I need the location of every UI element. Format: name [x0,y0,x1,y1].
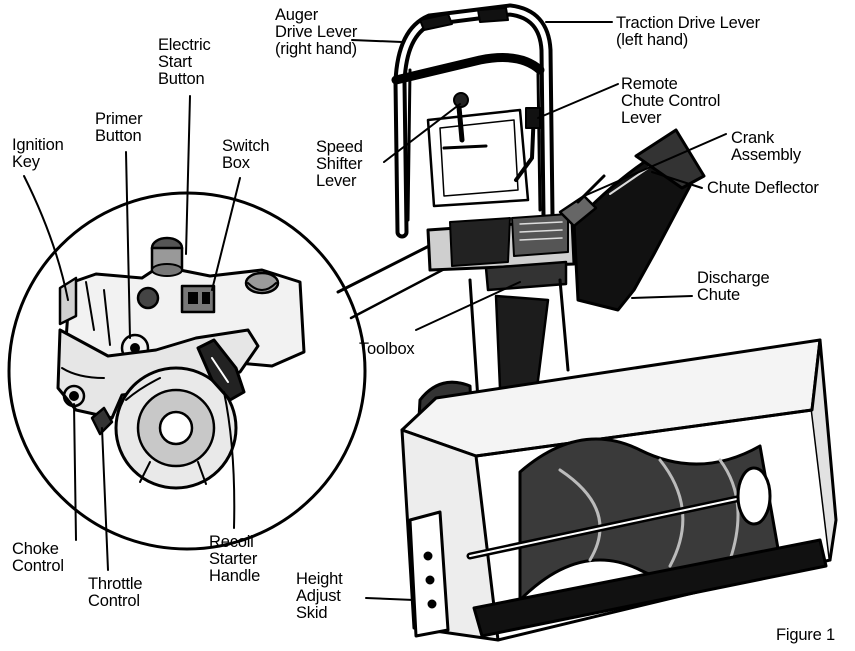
leader-height [365,597,415,601]
leader-ignition [23,175,69,301]
leader-speed [383,103,461,163]
figure-caption: Figure 1 [776,626,835,644]
leader-lines [23,21,727,601]
leader-discharge [631,295,693,299]
inset-connector-line [336,242,435,294]
leader-toolbox [415,281,521,331]
leader-electric [185,95,191,255]
snowthrower-body [391,3,838,642]
leader-auger [351,39,403,43]
leader-choke [73,403,77,541]
label-traction-drive-lever: Traction Drive Lever(left hand) [616,14,760,49]
engine-inset [7,191,454,551]
label-chute-deflector: Chute Deflector [707,179,819,197]
leader-crank [583,133,727,197]
leader-throttle [101,427,109,571]
leader-deflector [651,171,703,189]
leader-switchbox [211,177,241,291]
inset-connector-line [349,263,454,320]
leader-remote [537,83,619,119]
leader-recoil [223,391,236,529]
leader-primer [125,151,131,339]
label-toolbox: Toolbox [359,340,415,358]
